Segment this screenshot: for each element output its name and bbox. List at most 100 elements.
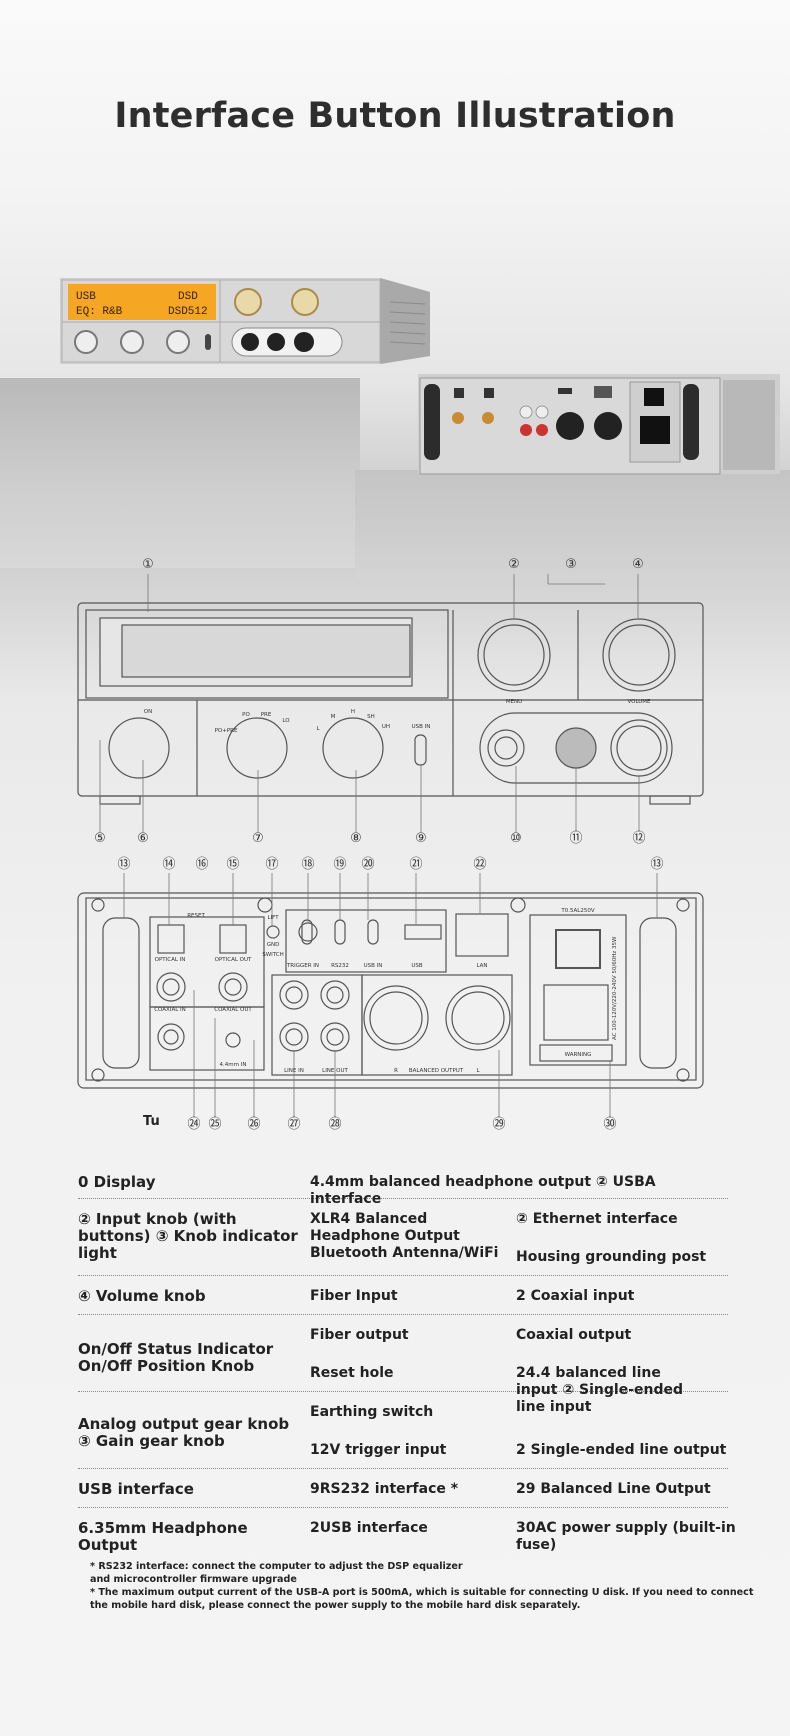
marker-29: ㉙ — [492, 1117, 505, 1132]
marker-1: ① — [142, 557, 154, 572]
marker-18: ⑱ — [301, 857, 314, 872]
table-row: ② Input knob (with buttons) ③ Knob indic… — [78, 1199, 728, 1276]
cell-gain-knob: Analog output gear knob ③ Gain gear knob — [78, 1415, 290, 1450]
label-line-in: LINE IN — [284, 1068, 304, 1074]
marker-14: ⑭ — [162, 857, 175, 872]
marker-15: ⑮ — [226, 857, 239, 872]
label-gain-m: M — [331, 714, 336, 720]
marker-4: ④ — [632, 557, 644, 572]
marker-28: ㉘ — [328, 1117, 341, 1132]
table-row: Analog output gear knob ③ Gain gear knob… — [78, 1392, 728, 1469]
cell-ac-power: 30AC power supply (built-in fuse) — [516, 1520, 736, 1553]
label-44-in: 4.4mm IN — [220, 1062, 247, 1068]
marker-25: ㉕ — [208, 1117, 221, 1132]
front-product-photo: USB DSD EQ: R&B DSD512 — [60, 278, 430, 364]
cell-balanced-line-output: 29 Balanced Line Output — [516, 1481, 711, 1497]
cell-earthing-switch: Earthing switch — [310, 1404, 434, 1420]
label-balanced-output: BALANCED OUTPUT — [409, 1068, 464, 1074]
footnotes: * RS232 interface: connect the computer … — [90, 1560, 753, 1612]
label-fuse: T0.5AL250V — [560, 908, 594, 914]
label-gain-sh: SH — [367, 714, 375, 720]
interface-diagram: ① ② ③ ④ ⑤ ⑥ ⑦ ⑧ ⑨ ⑩ ⑪ ⑫ ⑬ ⑭ ⑯ ⑮ ⑰ ⑱ ⑲ ⑳ … — [77, 557, 704, 1132]
cell-coaxial-input: 2 Coaxial input — [516, 1288, 635, 1304]
table-row: 0 Display 4.4mm balanced headphone outpu… — [78, 1160, 728, 1207]
display-pedestal — [0, 378, 360, 568]
label-usb-in-front: USB IN — [412, 724, 431, 730]
marker-9: ⑨ — [415, 831, 427, 846]
label-switch: SWITCH — [262, 952, 284, 958]
display-line1-right: DSD — [178, 291, 198, 303]
label-coaxial-out: COAXIAL OUT — [214, 1007, 252, 1013]
table-row: USB interface 9RS232 interface * 29 Bala… — [78, 1469, 728, 1508]
cell-ethernet: ② Ethernet interface — [516, 1211, 678, 1227]
cell-trigger-input: 12V trigger input — [310, 1442, 447, 1458]
label-gnd: GND — [267, 942, 280, 948]
label-po-pre: PO+PRE — [215, 728, 238, 734]
cell-display: 0 Display — [78, 1173, 156, 1191]
cell-2usb: 2USB interface — [310, 1520, 428, 1536]
display-line2-right: DSD512 — [168, 306, 208, 318]
label-r: R — [394, 1068, 398, 1074]
marker-7: ⑦ — [252, 831, 264, 846]
label-volume: VOLUME — [627, 699, 651, 705]
marker-30: ㉚ — [603, 1117, 616, 1132]
label-gain-l: L — [316, 726, 320, 732]
rear-product-photo — [418, 374, 780, 475]
footnote-line: the mobile hard disk, please connect the… — [90, 1600, 581, 1611]
display-pedestal-lower — [355, 470, 790, 580]
cell-44mm-usba: 4.4mm balanced headphone output ② USBA i… — [310, 1174, 656, 1207]
label-optical-out: OPTICAL OUT — [215, 957, 252, 963]
marker-10: ⑩ — [510, 831, 522, 846]
marker-2: ② — [508, 557, 520, 572]
marker-26: ㉖ — [247, 1117, 260, 1132]
marker-5: ⑤ — [94, 831, 106, 846]
marker-11: ⑪ — [569, 831, 582, 846]
display-line2-left: EQ: R&B — [76, 306, 123, 318]
cell-volume-knob: ④ Volume knob — [78, 1287, 206, 1305]
label-menu: MENU — [506, 699, 522, 705]
footnote-line: * RS232 interface: connect the computer … — [90, 1561, 463, 1572]
marker-27: ㉗ — [287, 1117, 300, 1132]
label-po: PO — [242, 712, 250, 718]
cell-fiber-input: Fiber Input — [310, 1288, 398, 1304]
label-on: ON — [144, 709, 152, 715]
marker-19: ⑲ — [333, 857, 346, 872]
cell-single-ended-output: 2 Single-ended line output — [516, 1442, 727, 1458]
label-coaxial-in: COAXIAL IN — [154, 1007, 186, 1013]
label-gain-h: H — [351, 709, 355, 715]
table-row: On/Off Status Indicator On/Off Position … — [78, 1315, 728, 1415]
marker-24: ㉔ — [187, 1117, 200, 1132]
marker-6: ⑥ — [137, 831, 149, 846]
label-lift: LIFT — [267, 915, 279, 921]
cell-onoff: On/Off Status Indicator On/Off Position … — [78, 1340, 274, 1375]
label-rs232: RS232 — [331, 963, 349, 969]
label-warning: WARNING — [565, 1052, 592, 1058]
marker-3: ③ — [565, 557, 577, 572]
label-pre: PRE — [261, 712, 272, 718]
marker-8: ⑧ — [350, 831, 362, 846]
label-lan: LAN — [476, 963, 487, 969]
label-usb-in-rear: USB IN — [364, 963, 383, 969]
label-lo: LO — [282, 718, 290, 724]
marker-20: ⑳ — [361, 857, 374, 872]
label-tu: Tu — [143, 1114, 160, 1129]
marker-13-right: ⑬ — [650, 857, 663, 872]
cell-balanced-line-input: 24.4 balanced line input ② Single-ended … — [516, 1365, 684, 1415]
label-l: L — [476, 1068, 480, 1074]
cell-rs232: 9RS232 interface * — [310, 1481, 459, 1497]
marker-12: ⑫ — [632, 831, 645, 846]
table-row: 6.35mm Headphone Output 2USB interface 3… — [78, 1508, 736, 1554]
cell-reset-hole: Reset hole — [310, 1365, 394, 1381]
label-trigger-in: TRIGGER IN — [286, 963, 319, 969]
marker-17: ⑰ — [265, 857, 278, 872]
label-ac-rating: AC 100-120V/220-240V 50/60Hz 35W — [612, 936, 618, 1040]
cell-input-knob: ② Input knob (with buttons) ③ Knob indic… — [78, 1210, 298, 1262]
marker-13-left: ⑬ — [117, 857, 130, 872]
marker-22: ㉒ — [473, 857, 486, 872]
label-gain-uh: UH — [382, 724, 390, 730]
label-line-out: LINE OUT — [322, 1068, 348, 1074]
marker-21: ㉑ — [409, 857, 422, 872]
label-reset: RESET — [187, 913, 205, 919]
display-line1-left: USB — [76, 291, 96, 303]
cell-usb-interface: USB interface — [78, 1480, 194, 1498]
